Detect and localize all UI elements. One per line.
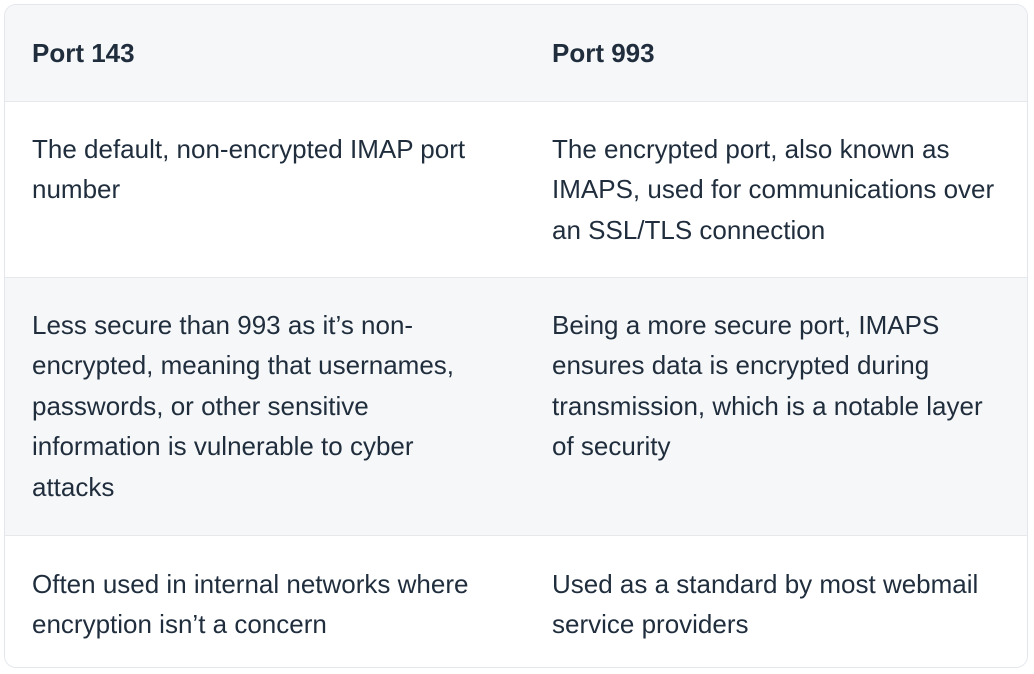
port-comparison-table: Port 143 Port 993 The default, non-encry… bbox=[5, 5, 1027, 667]
header-row: Port 143 Port 993 bbox=[5, 5, 1027, 102]
table-cell-port-143: Less secure than 993 as it’s non-encrypt… bbox=[5, 277, 525, 536]
table-cell-port-993: Being a more secure port, IMAPS ensures … bbox=[525, 277, 1027, 536]
table-cell-port-143: Often used in internal networks where en… bbox=[5, 535, 525, 667]
table-row: The default, non-encrypted IMAP port num… bbox=[5, 101, 1027, 278]
table-cell-port-993: The encrypted port, also known as IMAPS,… bbox=[525, 101, 1027, 278]
table-header: Port 143 Port 993 bbox=[5, 5, 1027, 102]
table-row: Often used in internal networks where en… bbox=[5, 535, 1027, 667]
comparison-table: Port 143 Port 993 The default, non-encry… bbox=[4, 4, 1028, 668]
table-body: The default, non-encrypted IMAP port num… bbox=[5, 101, 1027, 667]
header-port-143: Port 143 bbox=[5, 5, 525, 102]
table-cell-port-143: The default, non-encrypted IMAP port num… bbox=[5, 101, 525, 278]
table-row: Less secure than 993 as it’s non-encrypt… bbox=[5, 277, 1027, 536]
table-cell-port-993: Used as a standard by most webmail servi… bbox=[525, 535, 1027, 667]
header-port-993: Port 993 bbox=[525, 5, 1027, 102]
